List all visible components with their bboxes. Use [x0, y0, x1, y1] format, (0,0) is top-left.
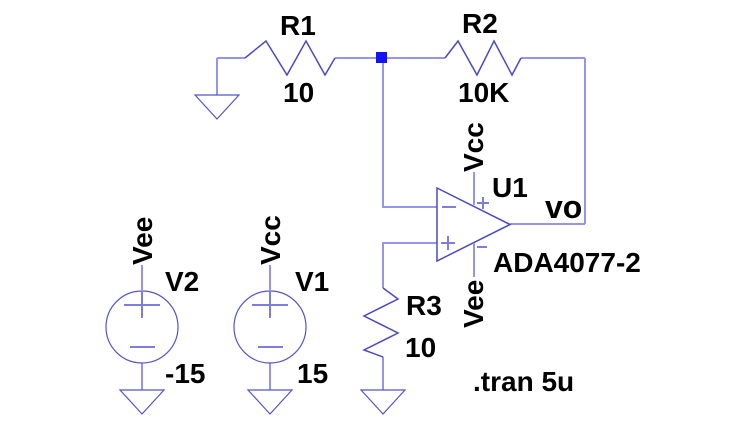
resistor-R1[interactable]: R1 10: [244, 10, 336, 108]
source-V2-ref[interactable]: V2: [165, 266, 199, 297]
resistor-R1-zigzag[interactable]: [244, 39, 336, 77]
noninverting-input-plus-icon: [441, 236, 455, 250]
resistor-R1-value[interactable]: 10: [283, 77, 314, 108]
net-label-vee-u1[interactable]: Vee: [458, 280, 489, 328]
source-V1-value[interactable]: 15: [297, 358, 328, 389]
plus-icon: [252, 291, 288, 318]
net-label-vcc-v1[interactable]: Vcc: [255, 215, 286, 265]
resistor-R2[interactable]: R2 10K: [444, 8, 522, 108]
opamp-U1-ref[interactable]: U1: [492, 172, 528, 203]
voltage-source-V2[interactable]: V2 -15 Vee: [105, 217, 205, 389]
ground-symbol-v1[interactable]: [246, 363, 294, 415]
net-label-vee-v2[interactable]: Vee: [127, 217, 158, 265]
resistor-R3[interactable]: R3 10: [362, 287, 442, 363]
source-V1-ref[interactable]: V1: [295, 266, 329, 297]
junction-dot[interactable]: [376, 52, 387, 63]
ground-symbol-v2[interactable]: [118, 363, 166, 415]
resistor-R3-ref[interactable]: R3: [406, 290, 442, 321]
plus-icon: [124, 291, 160, 318]
ground-symbol-r3[interactable]: [359, 357, 407, 415]
voltage-source-V1[interactable]: V1 15 Vcc: [233, 215, 329, 389]
resistor-R3-value[interactable]: 10: [405, 332, 436, 363]
resistor-R2-zigzag[interactable]: [444, 39, 522, 77]
resistor-R3-zigzag[interactable]: [362, 287, 400, 358]
resistor-R2-value[interactable]: 10K: [458, 77, 509, 108]
spice-directive[interactable]: .tran 5u: [473, 366, 574, 397]
resistor-R1-ref[interactable]: R1: [280, 10, 316, 41]
net-label-vcc-u1[interactable]: Vcc: [458, 122, 489, 172]
opamp-U1-part[interactable]: ADA4077-2: [493, 247, 641, 278]
opamp-U1-triangle[interactable]: [436, 186, 512, 263]
wire-junction-to-inverting[interactable]: [382, 58, 437, 208]
wire-noninverting-to-r3[interactable]: [382, 242, 437, 288]
resistor-R2-ref[interactable]: R2: [462, 8, 498, 39]
opamp-U1[interactable]: U1 ADA4077-2 Vcc Vee: [436, 122, 641, 328]
source-V2-value[interactable]: -15: [165, 358, 205, 389]
supply-plus-icon: [477, 197, 489, 209]
ground-symbol-r1[interactable]: [193, 58, 241, 120]
net-label-vo[interactable]: vo: [545, 189, 582, 225]
